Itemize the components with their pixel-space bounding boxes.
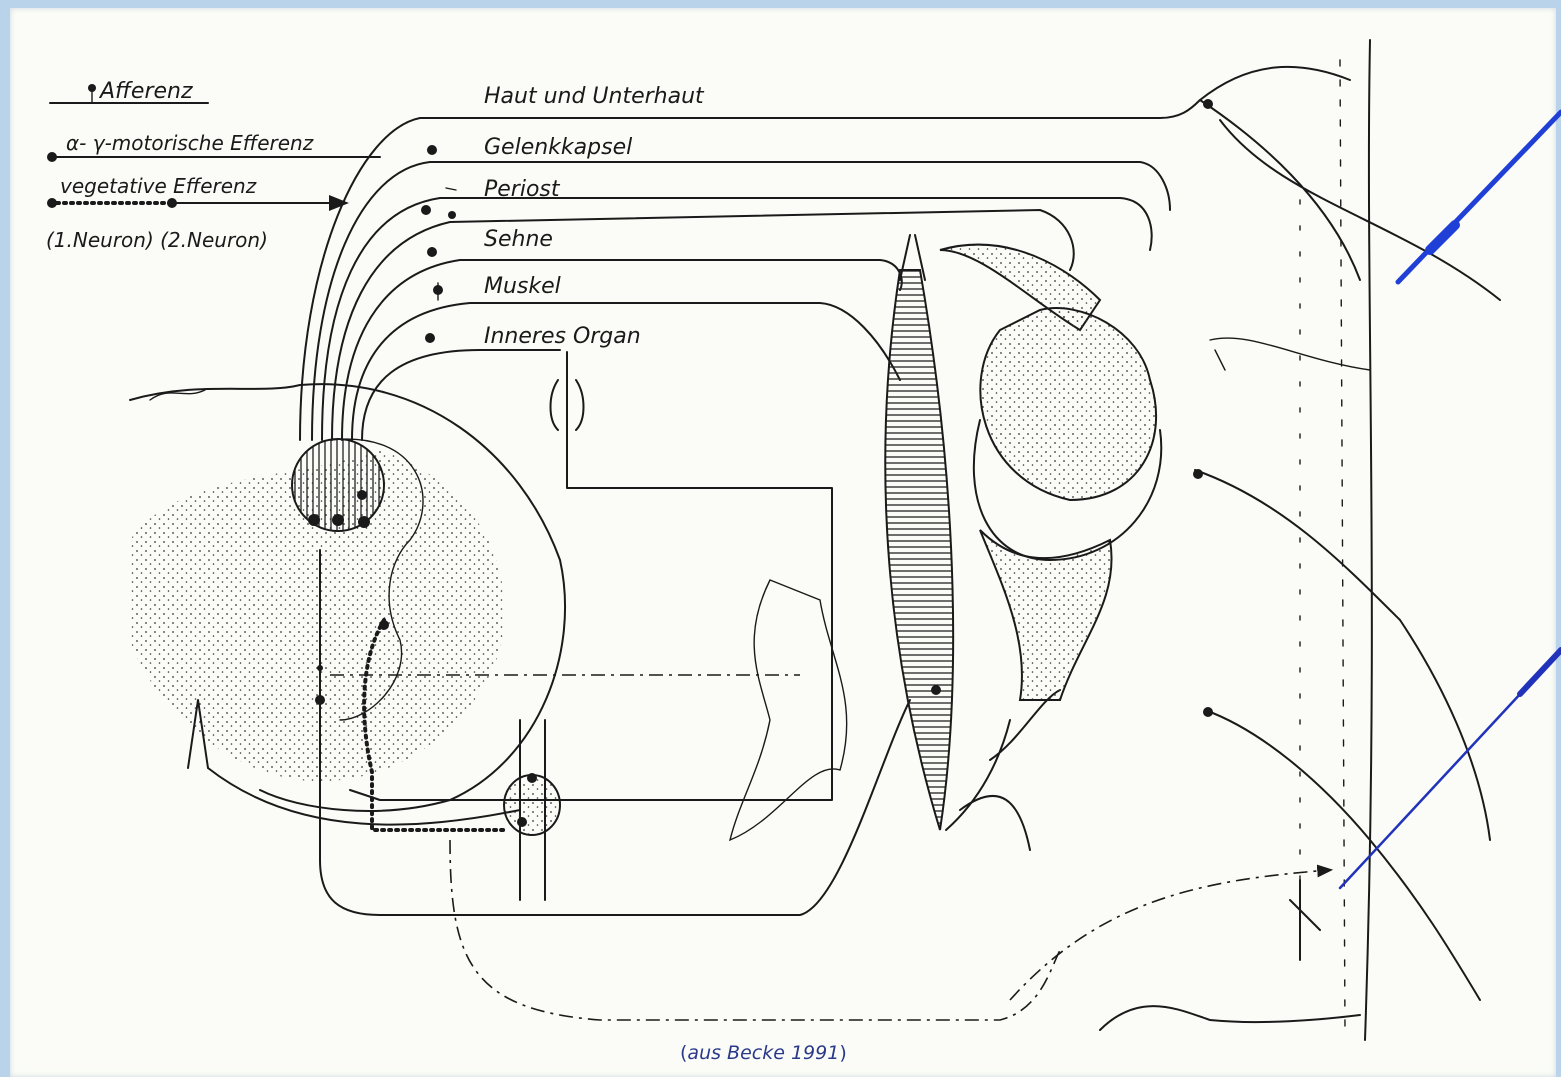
- tract-label-skin: Haut und Unterhaut: [484, 84, 705, 109]
- legend-afferent: Afferenz: [50, 79, 208, 104]
- legend-motor-efferent: α- γ-motorische Efferenz: [47, 131, 380, 162]
- legend-motor-efferent-label: α- γ-motorische Efferenz: [66, 131, 314, 155]
- tract-label-joint-capsule: Gelenkkapsel: [484, 135, 632, 160]
- legend-afferent-label: Afferenz: [98, 79, 193, 104]
- needle-lower: [1340, 650, 1561, 888]
- spinal-cord-section: [130, 384, 565, 824]
- tract-label-tendon: Sehne: [484, 227, 553, 252]
- tract-label-periosteum: Periost: [484, 177, 561, 202]
- legend-vegetative-efferent: vegetative Efferenz: [47, 174, 345, 208]
- tract-label-muscle: Muskel: [484, 274, 561, 299]
- legend-neuron-labels: (1.Neuron) (2.Neuron): [46, 228, 268, 252]
- skin-periphery: [1100, 40, 1500, 1040]
- legend: Afferenz α- γ-motorische Efferenz vegeta…: [46, 79, 380, 252]
- needle-upper: [1398, 112, 1561, 282]
- tract-label-inner-organ: Inneres Organ: [484, 324, 641, 349]
- legend-vegetative-efferent-label: vegetative Efferenz: [60, 174, 257, 198]
- caption-source: aus Becke 1991: [687, 1042, 839, 1064]
- figure-caption: (aus Becke 1991): [680, 1042, 847, 1064]
- joint: [940, 245, 1161, 700]
